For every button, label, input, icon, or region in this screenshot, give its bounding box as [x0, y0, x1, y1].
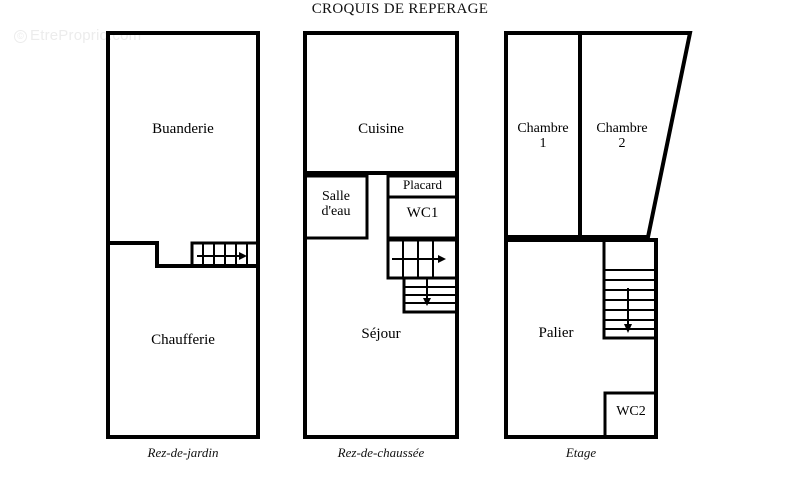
- page-title: CROQUIS DE REPERAGE: [311, 1, 489, 17]
- stair-treads-etage: [604, 269, 656, 330]
- stair-box-etage: [602, 240, 656, 340]
- stair-arrow-etage: [624, 288, 632, 333]
- plan-rez-de-jardin: [106, 31, 260, 439]
- outline-rez-de-jardin: [106, 31, 260, 439]
- room-box-placard: [386, 174, 459, 199]
- stair-arrow-upper-rez-de-chaussee: [392, 255, 446, 263]
- outline-rez-de-chaussee: [303, 31, 459, 439]
- caption-etage: Etage: [565, 445, 597, 460]
- copyright-icon: ©: [14, 30, 27, 43]
- room-box-wc2: [603, 391, 656, 437]
- stair-arrow-lower-rez-de-chaussee: [423, 278, 431, 306]
- plan-etage: [504, 31, 693, 439]
- caption-rez-de-jardin: Rez-de-jardin: [147, 445, 219, 460]
- room-box-wc1: [386, 195, 459, 240]
- stair-arrow-rez-de-jardin: [197, 252, 247, 260]
- caption-rez-de-chaussee: Rez-de-chaussée: [337, 445, 425, 460]
- stair-treads-lower-rez-de-chaussee: [404, 286, 457, 304]
- room-box-salle-d-eau: [303, 174, 369, 240]
- plan-rez-de-chaussee: [303, 31, 459, 439]
- outline-etage-upper: [504, 31, 693, 239]
- stair-treads-rez-de-jardin: [202, 243, 248, 266]
